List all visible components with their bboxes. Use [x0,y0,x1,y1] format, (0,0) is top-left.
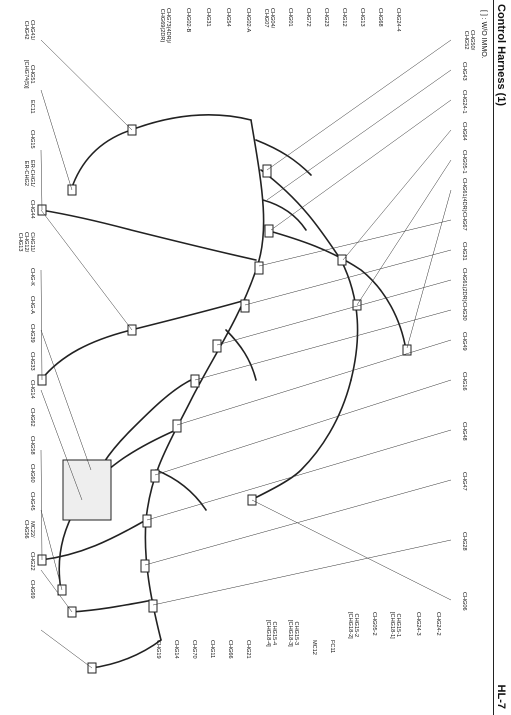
label-ch024-1: CHG24-1 [461,90,467,114]
label-ch054: CHG54 [225,8,231,27]
label-ch011: CHG11 [209,640,215,659]
label-ch014b: CHG14 [29,380,35,399]
label-ch023: CHG23 [323,8,329,27]
connector-block [264,224,274,238]
label-ch011-12-13: CHG11/ CHG12/ CHG13 [17,232,35,253]
harness-branch-lower [40,209,257,261]
label-ch069: CHG69 [29,580,35,599]
label-ec11: EC11 [29,100,35,114]
label-ch045: CHG45 [29,492,35,511]
label-ch028: CHG28 [461,532,467,551]
label-ch015: CHG15 [29,130,35,149]
label-ch051: CHG51 [CHG74(5)] [23,60,35,89]
label-ch013: CHG13 [359,8,365,27]
label-ch002-b: CHG02-B [185,8,191,33]
label-ch031b: CHG31 [205,8,211,27]
label-ch044: CHG44 [29,200,35,219]
label-ch004-ch007: CHG04/ CHG07 [263,8,275,29]
label-ch014: CHG14 [173,640,179,659]
label-ch067: CHG67 [461,212,467,231]
harness-branch-top [265,229,407,351]
connector-block [190,374,200,388]
label-ch015-4: CHG15-4 [CHG18-4] [265,620,277,647]
label-ch019: CHG19 [155,640,161,659]
label-mc12: MC12 [311,640,317,655]
connector-block [254,261,264,275]
label-ch049: CHG49 [461,332,467,351]
fuse-relay-box [62,459,112,521]
label-ch060: CHG60 [29,464,35,483]
connector-block [140,559,150,573]
label-ch061: CHG61(4DR) [461,178,467,212]
label-ch030: CHG30 [461,302,467,321]
label-ch048: CHG48 [461,422,467,441]
label-ch001: CHG01 [287,8,293,27]
label-ch024-2: CHG24-2 [435,612,441,636]
label-ch021: CHG21 [245,640,251,659]
connector-block [240,299,250,313]
label-ch070: CHG70 [191,640,197,659]
label-ch064: CHG64 [461,122,467,141]
label-ch062: CHG62 [29,408,35,427]
label-ch039: CHG39 [29,324,35,343]
label-ch015-3: CHG15-3 [CHG18-3] [287,620,299,647]
label-ch041-ch042: CHG41/ CHG42 [23,20,35,41]
label-ch0-k: CHG-K [29,268,35,287]
connector-block [402,344,412,356]
harness-branch-far [40,519,147,561]
harness-branch-left [70,114,252,191]
label-ch024-4: CHG24-4 [395,8,401,32]
label-ch073-ch069: CHG73(4DR)/ CHG69(2DR) [159,8,171,44]
label-ch066: CHG66 [227,640,233,659]
label-fc11: FC11 [329,640,335,654]
connector-block [212,339,222,353]
label-ch006: CHG06 [461,592,467,611]
label-ch016: CHG16 [461,372,467,391]
label-ch072: CHG72 [305,8,311,27]
connector-block [172,419,182,433]
label-ch031: CHG31 [461,242,467,261]
label-ch015-2: CHG15-2 [CHG18-2] [347,612,359,639]
label-ch043: CHG43 [461,62,467,81]
harness-branch-top-right [250,379,352,501]
connector-block [150,469,160,483]
connector-block [142,514,152,528]
connector-block [148,599,158,613]
label-ch022: CHG22 [29,552,35,571]
label-ch061-2dr: CHG61(2DR) [461,268,467,302]
label-ch047: CHG47 [461,472,467,491]
label-ch0-a: CHG-A [29,296,35,315]
connector-block [337,254,347,266]
connector-block [262,164,272,178]
label-ch222: MC22/ CHG56 [23,520,35,539]
label-ch050-ch052: CHG50/ CHG52 [463,30,475,51]
label-ch005-1: CHG05-1 [461,150,467,174]
harness-trunk [144,119,265,641]
label-er-ch01: ER-CHG1/ ER-CHG2 [23,160,35,187]
label-ch012: CHG12 [341,8,347,27]
label-ch058: CHG58 [29,436,35,455]
label-ch015-1: CHG15-1 [CHG18-1] [389,612,401,639]
label-ch024-3: CHG24-3 [415,612,421,636]
label-ch005-2: CHG05-2 [371,612,377,636]
label-ch033: CHG33 [29,352,35,371]
label-ch002-a: CHG02-A [245,8,251,33]
label-ch068: CHG68 [377,8,383,27]
